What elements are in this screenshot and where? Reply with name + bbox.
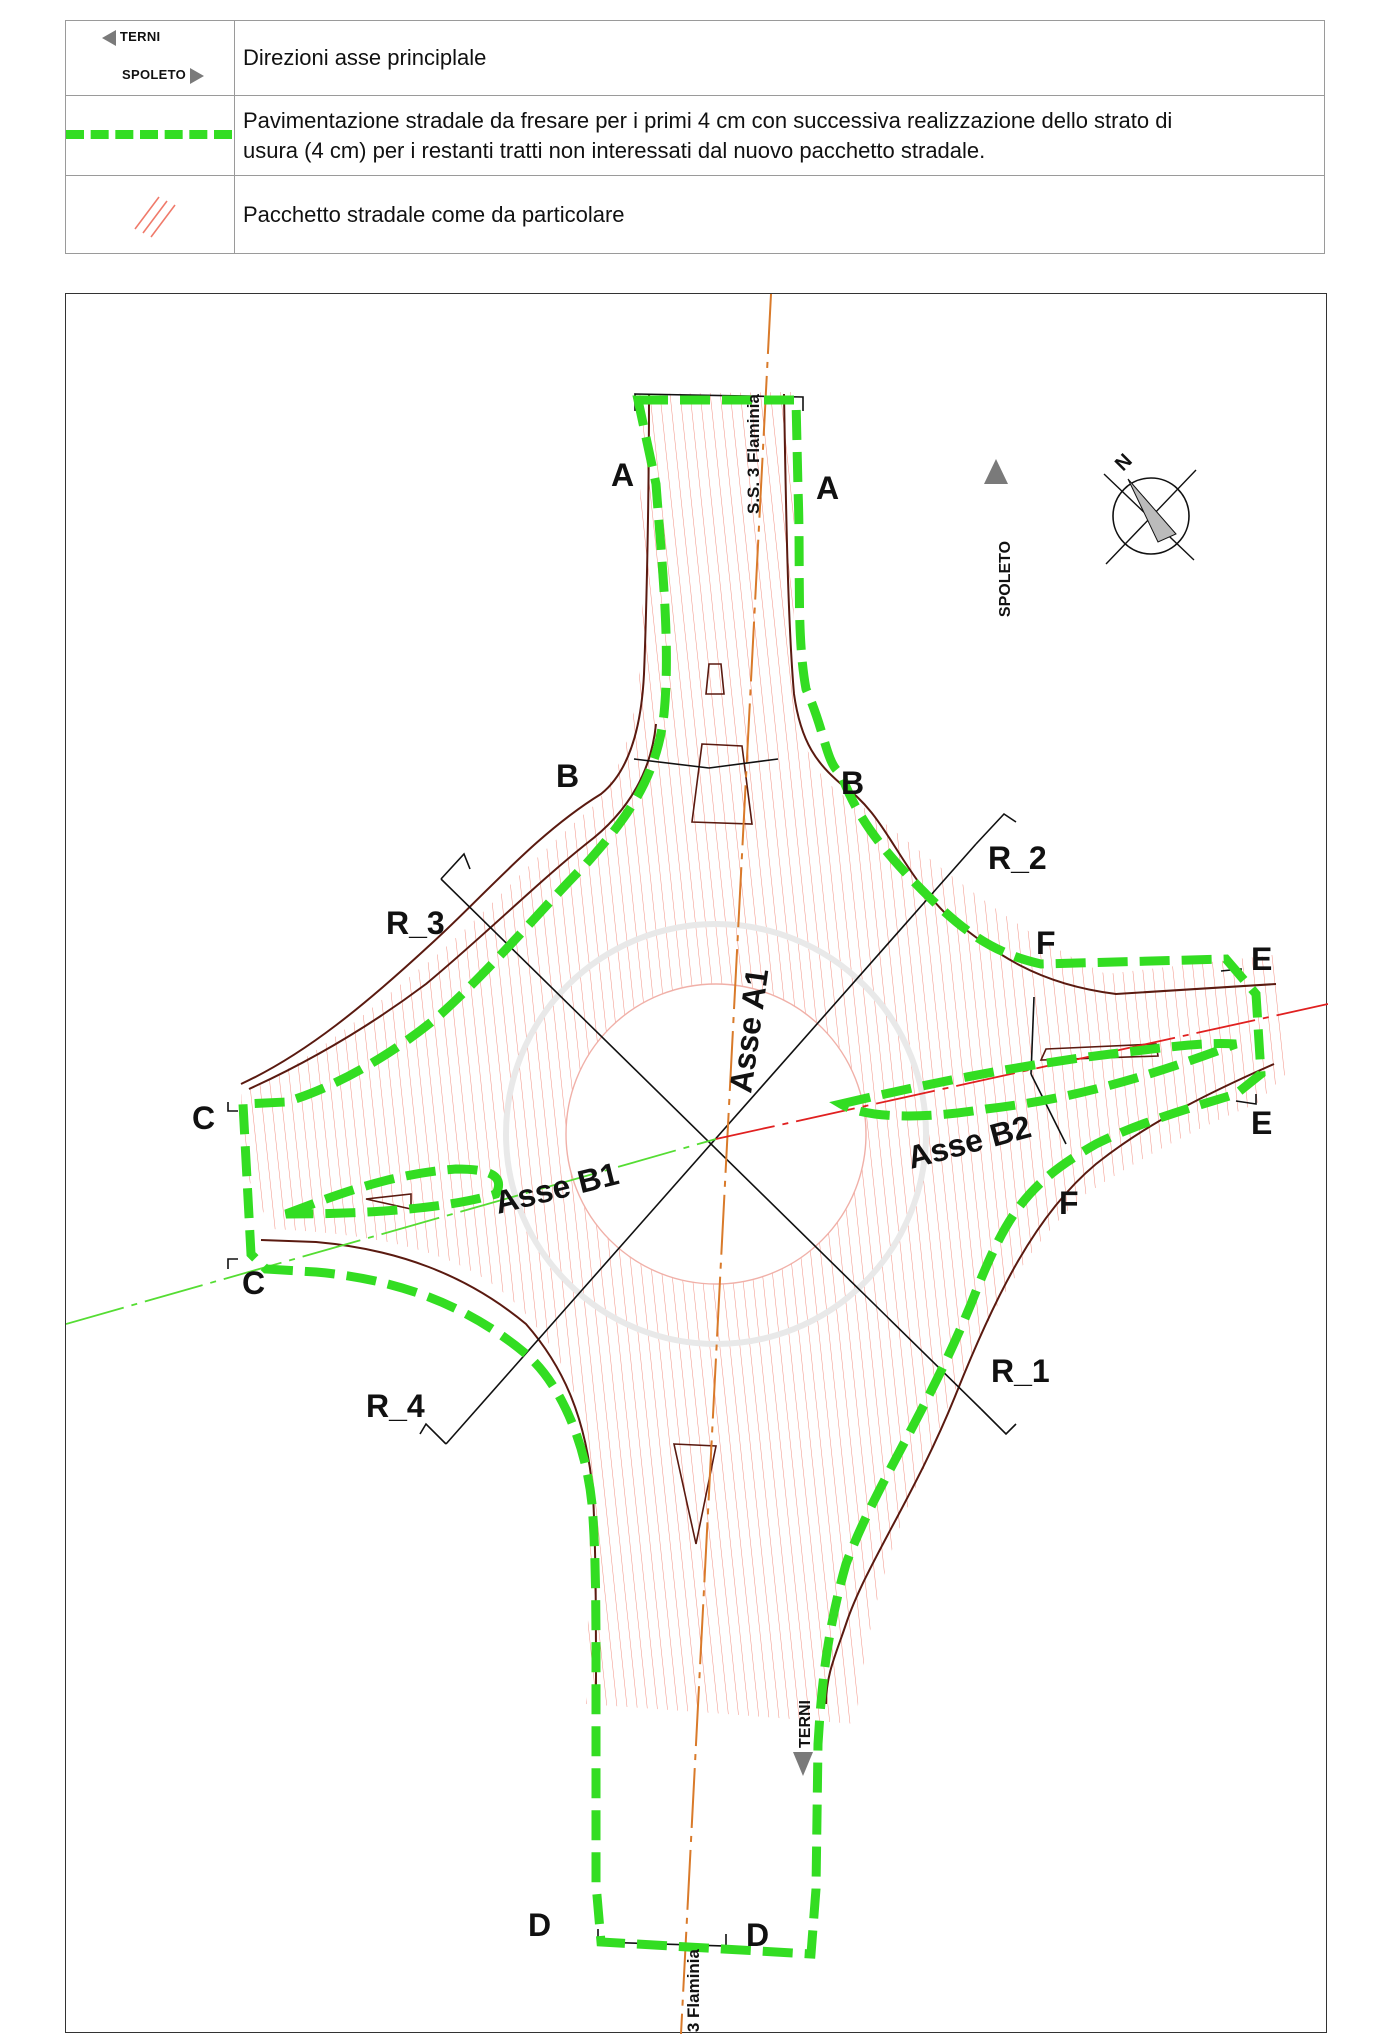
spoleto-label: SPOLETO	[997, 541, 1014, 617]
road-name-south: S.S. 3 Flaminia	[684, 1948, 703, 2034]
road-name-north: S.S. 3 Flaminia	[744, 393, 763, 514]
section-d-left: D	[528, 1907, 551, 1943]
section-b-right: B	[841, 765, 864, 801]
splitter-islands	[365, 663, 1159, 1545]
legend-hatch-symbol	[65, 175, 235, 254]
spoleto-direction: SPOLETO	[122, 67, 204, 84]
legend-direction-symbol: TERNI SPOLETO	[65, 20, 235, 96]
section-r4-label: R_4	[366, 1388, 425, 1424]
section-r2-label: R_2	[988, 840, 1047, 876]
terni-label: TERNI	[797, 1700, 814, 1748]
north-label: N	[1111, 450, 1137, 476]
section-b-left: B	[556, 758, 579, 794]
legend-row2-line1: Pavimentazione stradale da fresare per i…	[243, 107, 1173, 133]
north-arrow-icon	[1103, 469, 1197, 565]
section-c-top: C	[192, 1100, 215, 1136]
axis-b1-line	[66, 1138, 717, 1325]
axis-b2-line	[715, 1003, 1328, 1140]
terni-arrow-icon	[793, 1752, 813, 1776]
section-f-top: F	[1036, 925, 1056, 961]
section-r1-label: R_1	[991, 1353, 1050, 1389]
plan-drawing-frame: S.S. 3 Flaminia S.S. 3 Flaminia SPOLETO …	[65, 293, 1328, 2034]
hatch-icon	[134, 196, 176, 238]
section-e-top: E	[1251, 941, 1272, 977]
legend-row-directions: TERNI SPOLETO Direzioni asse principlale	[65, 20, 1325, 96]
r-section-lines	[419, 812, 1017, 1445]
legend-table: TERNI SPOLETO Direzioni asse principlale…	[65, 20, 1325, 254]
legend-row2-text: Pavimentazione stradale da fresare per i…	[234, 95, 1325, 176]
arrow-left-icon	[102, 29, 116, 46]
section-f-bottom: F	[1059, 1185, 1079, 1221]
central-island	[565, 983, 867, 1285]
axis-a1-line	[680, 294, 772, 2034]
legend-row-milling: Pavimentazione stradale da fresare per i…	[65, 95, 1325, 176]
section-a-right: A	[816, 470, 839, 506]
spoleto-arrow-icon	[984, 459, 1008, 484]
terni-direction: TERNI	[102, 29, 160, 46]
roundabout-plan: S.S. 3 Flaminia S.S. 3 Flaminia SPOLETO …	[66, 294, 1328, 2034]
legend-green-dash-symbol	[65, 95, 235, 176]
section-e-bottom: E	[1251, 1105, 1272, 1141]
milling-outline	[238, 395, 1266, 1959]
section-d-right: D	[746, 1917, 769, 1953]
legend-row1-text: Direzioni asse principlale	[234, 20, 1325, 96]
legend-row2-line2: usura (4 cm) per i restanti tratti non i…	[243, 137, 986, 163]
legend-row-pavement: Pacchetto stradale come da particolare	[65, 175, 1325, 254]
arrow-right-icon	[189, 67, 204, 84]
legend-spoleto-label: SPOLETO	[122, 67, 186, 82]
green-dashed-line-icon	[66, 130, 232, 139]
section-r3-label: R_3	[386, 905, 445, 941]
section-c-bottom: C	[242, 1265, 265, 1301]
pavement-hatch-area	[241, 392, 1286, 1724]
legend-terni-label: TERNI	[119, 29, 161, 44]
legend-row3-text: Pacchetto stradale come da particolare	[234, 175, 1325, 254]
section-a-left: A	[611, 457, 634, 493]
